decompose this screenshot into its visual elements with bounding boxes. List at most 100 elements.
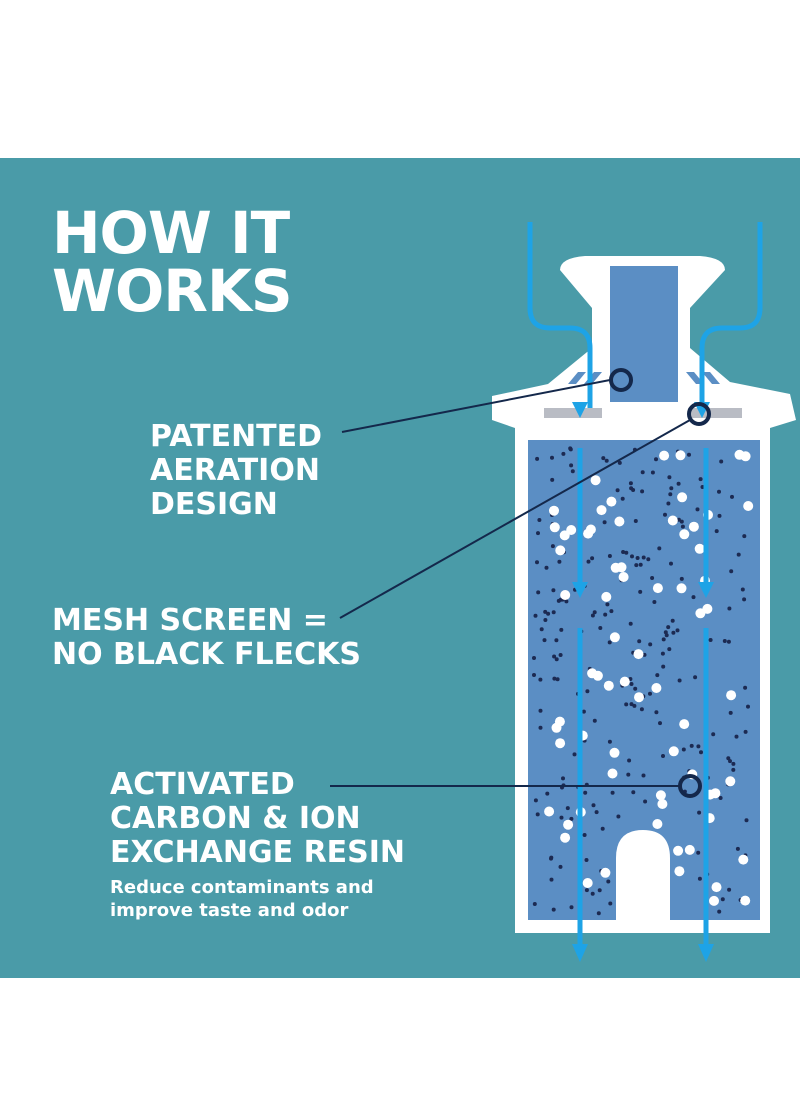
carbon-speck [535, 812, 540, 817]
carbon-speck [538, 708, 543, 713]
carbon-speck [676, 517, 681, 522]
carbon-speck [719, 459, 724, 464]
resin-bead [544, 806, 555, 817]
carbon-speck [557, 559, 562, 564]
resin-bead [679, 529, 690, 540]
aeration-label: PATENTED AERATION DESIGN [150, 420, 390, 522]
resin-bead [652, 819, 663, 829]
resin-bead [651, 683, 662, 693]
title-line: HOW IT [52, 199, 290, 267]
resin-bead [601, 591, 612, 602]
mesh-screen-label: MESH SCREEN = NO BLACK FLECKS [52, 604, 392, 672]
carbon-speck [594, 810, 599, 815]
resin-bead [618, 572, 629, 582]
resin-bead [694, 543, 705, 554]
carbon-speck [641, 555, 646, 560]
carbon-speck [729, 569, 734, 574]
title-line: WORKS [52, 257, 293, 325]
resin-bead [555, 545, 566, 556]
carbon-speck [720, 897, 725, 902]
carbon-speck [731, 761, 736, 766]
resin-bead [659, 450, 670, 461]
carbon-speck [532, 902, 537, 906]
carbon-speck [742, 597, 747, 602]
carbon-speck [648, 642, 653, 647]
carbon-speck [697, 810, 702, 815]
carbon-speck [731, 767, 736, 772]
carbon-speck [609, 609, 614, 614]
resin-bead [684, 844, 695, 855]
carbon-speck [641, 773, 646, 778]
carbon-speck [555, 677, 560, 682]
resin-bead [634, 692, 644, 703]
carbon-speck [561, 451, 566, 456]
carbon-speck [666, 625, 671, 630]
carbon-speck [572, 752, 577, 757]
carbon-speck [629, 682, 634, 686]
resin-bead [668, 746, 679, 757]
mesh-screen [544, 408, 602, 418]
carbon-speck [590, 613, 595, 618]
carbon-speck [677, 678, 682, 683]
resin-bead [657, 799, 668, 809]
resin-bead [679, 719, 690, 730]
carbon-speck [699, 750, 703, 755]
carbon-speck [607, 554, 612, 558]
aeration-label-line: AERATION [150, 453, 320, 488]
carbon-speck [584, 858, 589, 862]
callout-marker-mesh [687, 402, 711, 426]
carbon-resin-description: Reduce contaminants and improve taste an… [110, 877, 374, 921]
carbon-speck [655, 673, 660, 678]
carbon-speck [736, 552, 741, 557]
carbon-speck [693, 675, 698, 680]
carbon-speck [584, 888, 589, 893]
carbon-speck [679, 576, 684, 581]
resin-bead [609, 747, 620, 758]
carbon-speck [638, 589, 643, 594]
carbon-speck [583, 790, 588, 795]
carbon-speck [559, 627, 564, 632]
carbon-speck [536, 531, 540, 536]
carbon-speck [544, 565, 549, 570]
resin-bead [549, 522, 560, 533]
page-title: HOW IT WORKS [52, 204, 372, 320]
carbon-speck [607, 640, 612, 645]
resin-bead [709, 895, 719, 906]
carbon-speck [629, 702, 634, 707]
carbon-speck [616, 814, 621, 819]
resin-bead [738, 854, 749, 865]
carbon-speck [648, 691, 652, 696]
carbon-speck [669, 486, 674, 491]
resin-bead [560, 590, 571, 600]
carbon-speck [597, 888, 602, 893]
carbon-speck [549, 856, 553, 861]
carbon-speck [624, 550, 629, 555]
carbon-speck [629, 486, 634, 491]
mesh-screen [688, 408, 742, 418]
carbon-speck [640, 489, 645, 494]
resin-bead [652, 583, 663, 594]
resin-bead [609, 632, 620, 643]
carbon-speck [631, 790, 636, 795]
carbon-speck [558, 864, 563, 869]
carbon-speck [708, 638, 713, 642]
carbon-speck [726, 756, 731, 761]
aeration-label-line: PATENTED [150, 419, 323, 454]
carbon-speck [602, 520, 607, 525]
carbon-speck [552, 654, 557, 659]
carbon-speck [543, 618, 548, 622]
filter-cartridge-illustration [330, 222, 796, 962]
mesh-label-line: MESH SCREEN = [52, 603, 328, 638]
resin-bead [633, 649, 644, 660]
carbon-speck [717, 513, 722, 518]
resin-bead [695, 608, 706, 619]
resin-bead [607, 768, 618, 779]
callout-lines [330, 379, 691, 787]
carbon-speck [663, 630, 668, 635]
carbon-speck [535, 456, 540, 461]
resin-bead [740, 895, 751, 906]
carbon-speck [691, 595, 696, 600]
carbon-speck [551, 907, 556, 912]
carbon-speck [697, 876, 702, 881]
resin-bead [673, 845, 684, 856]
